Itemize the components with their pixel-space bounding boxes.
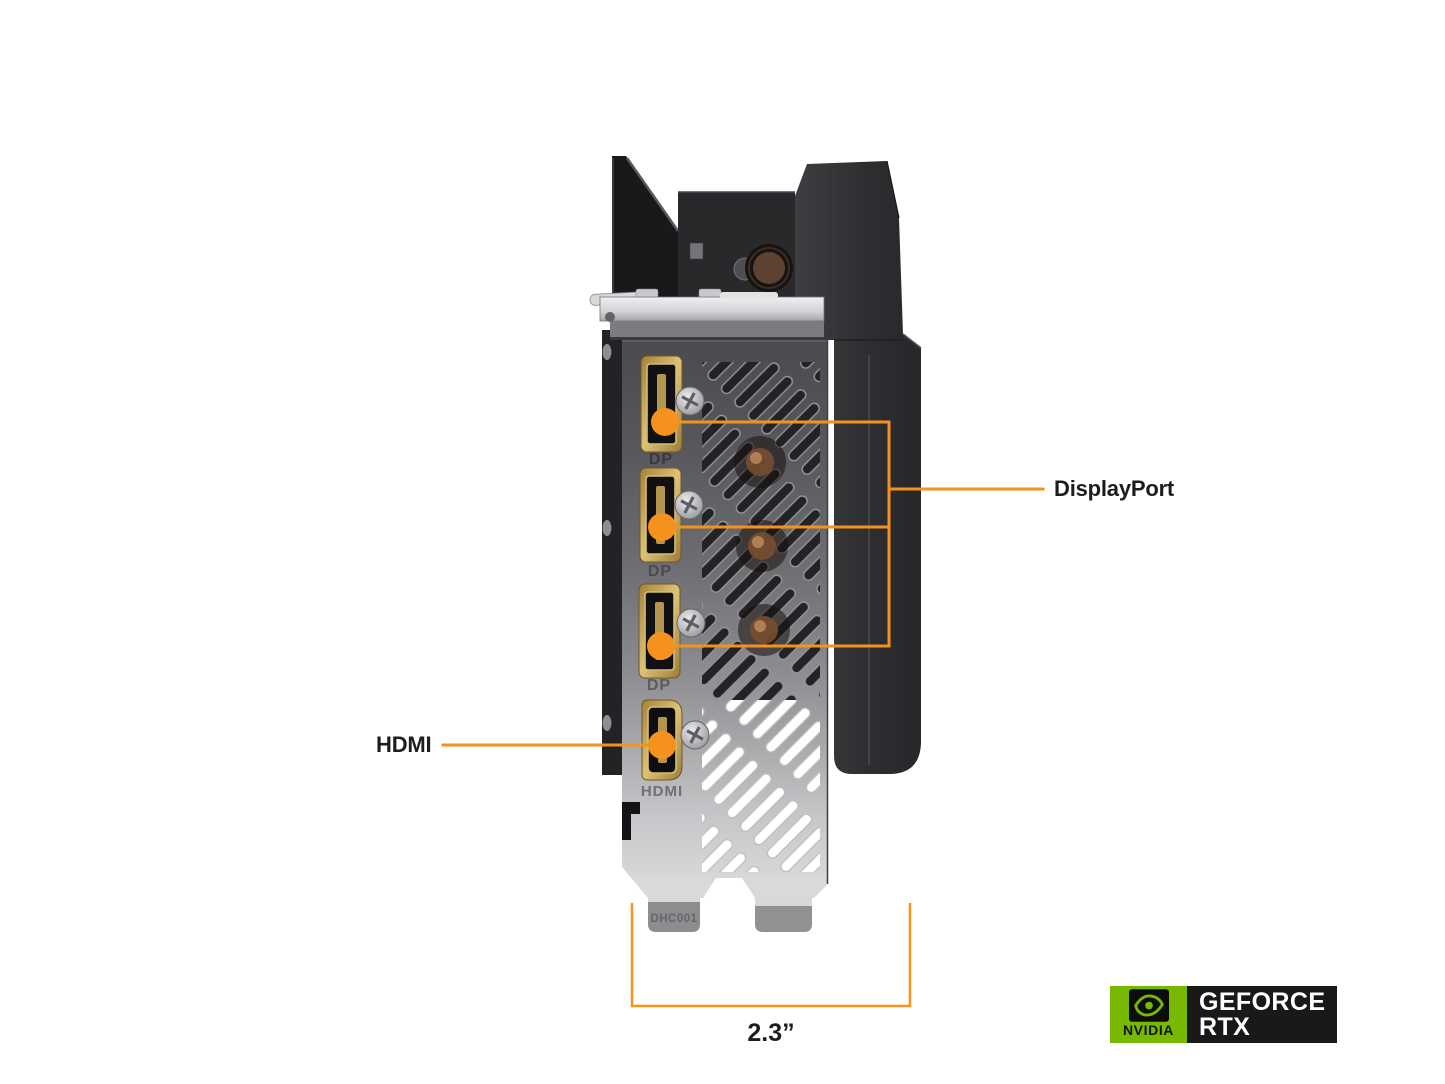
dp2-marker-dot (648, 513, 676, 541)
bracket-screw (674, 490, 704, 520)
bracket-screw (680, 720, 710, 750)
dp3-marker-dot (647, 632, 675, 660)
dp-port-2-label: DP (648, 563, 672, 580)
rtx-text: RTX (1199, 1013, 1251, 1041)
dp1-marker-dot (651, 408, 679, 436)
port-marker-dots (647, 408, 679, 759)
bracket-tab-left (648, 902, 700, 932)
displayport-callout (659, 420, 1045, 648)
retention-bar (589, 288, 825, 340)
width-measurement-bracket (630, 903, 912, 1008)
displayport-label: DisplayPort (1054, 476, 1175, 501)
bracket-screw (675, 386, 705, 416)
vent-grille (702, 362, 820, 872)
hdmi-marker-dot (648, 731, 676, 759)
bracket-stamp-text: DHC001 (650, 913, 697, 925)
geforce-text: GEFORCE (1199, 988, 1326, 1016)
nvidia-wordmark: NVIDIA (1122, 1022, 1175, 1038)
nvidia-badge-green-panel: NVIDIA (1110, 986, 1187, 1043)
nvidia-geforce-rtx-badge: NVIDIA GEFORCE RTX (1110, 986, 1337, 1043)
width-measurement-label: 2.3” (747, 1019, 795, 1047)
bracket-tab-right (755, 906, 812, 932)
geforce-rtx-panel: GEFORCE RTX (1187, 986, 1337, 1043)
hdmi-port-label: HDMI (641, 783, 683, 800)
dp-port-3-label: DP (647, 677, 671, 694)
bracket-screw (676, 608, 706, 638)
dp-port-1-label: DP (649, 451, 673, 468)
hdmi-label: HDMI (376, 732, 432, 757)
nvidia-eye-icon (1128, 989, 1169, 1022)
heatpipe-glimpse (734, 436, 790, 656)
bracket-edge-clip (622, 802, 640, 840)
bracket-screws (674, 386, 710, 750)
top-screw-hole (745, 244, 793, 292)
